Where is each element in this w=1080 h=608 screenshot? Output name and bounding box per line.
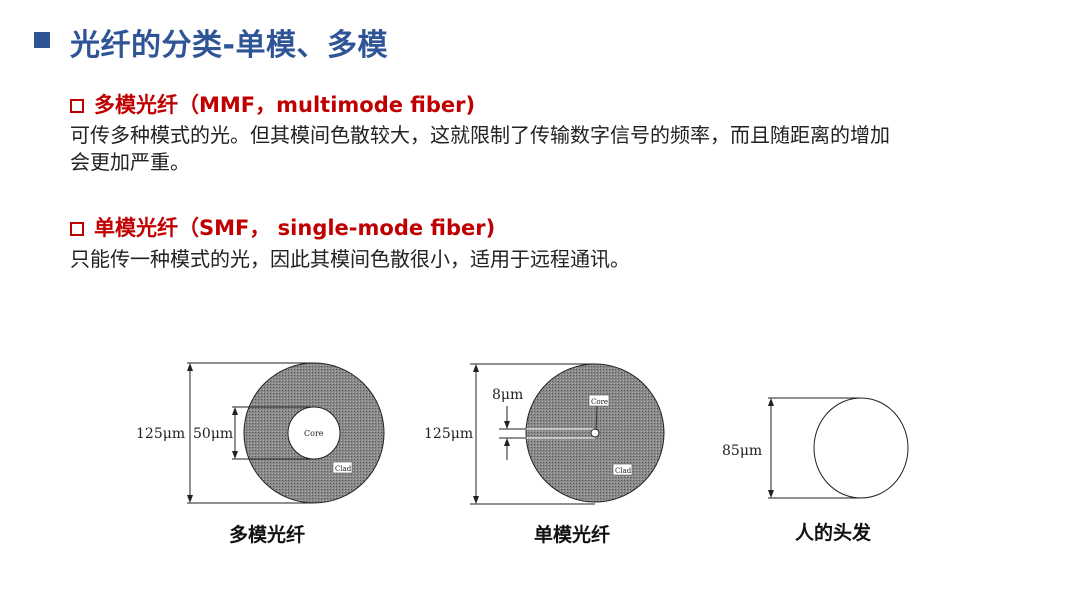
mmf-clad-label: Clad: [335, 465, 352, 473]
multimode-heading: 多模光纤（MMF，multimode fiber): [70, 89, 475, 119]
mmf-core-label: Core: [304, 429, 324, 438]
smf-core: [590, 428, 600, 438]
hair-circle: [813, 397, 909, 499]
singlemode-fiber-diagram: 125μm 8μm Core Clad: [424, 363, 665, 505]
checkbox-bullet-icon: [70, 99, 84, 113]
multimode-heading-text: 多模光纤（MMF，multimode fiber): [94, 93, 476, 117]
hair-caption: 人的头发: [794, 522, 872, 544]
multimode-body-line2: 会更加严重。: [70, 150, 190, 174]
mmf-outer-diameter-label: 125μm: [136, 426, 185, 442]
multimode-fiber-diagram: 125μm 50μm Core Clad: [136, 362, 385, 504]
smf-core-label: Core: [591, 398, 608, 406]
title-bullet-icon: [34, 32, 50, 48]
checkbox-bullet-icon: [70, 222, 84, 236]
page-title: 光纤的分类-单模、多模: [70, 28, 388, 63]
smf-outer-diameter-label: 125μm: [424, 426, 473, 442]
hair-diameter-label: 85μm: [722, 443, 762, 459]
smf-clad-label: Clad: [615, 467, 632, 475]
multimode-body-line1: 可传多种模式的光。但其模间色散较大，这就限制了传输数字信号的频率，而且随距离的增…: [70, 123, 890, 147]
singlemode-heading-text: 单模光纤（SMF， single-mode fiber): [94, 216, 496, 240]
human-hair-diagram: 85μm: [722, 397, 909, 499]
multimode-description: 可传多种模式的光。但其模间色散较大，这就限制了传输数字信号的频率，而且随距离的增…: [70, 122, 890, 176]
mmf-caption: 多模光纤: [228, 524, 306, 546]
singlemode-heading: 单模光纤（SMF， single-mode fiber): [70, 212, 495, 242]
singlemode-description: 只能传一种模式的光，因此其模间色散很小，适用于远程通讯。: [70, 247, 630, 271]
smf-core-diameter-label: 8μm: [492, 387, 523, 403]
mmf-core-diameter-label: 50μm: [193, 426, 233, 442]
smf-caption: 单模光纤: [533, 524, 611, 546]
